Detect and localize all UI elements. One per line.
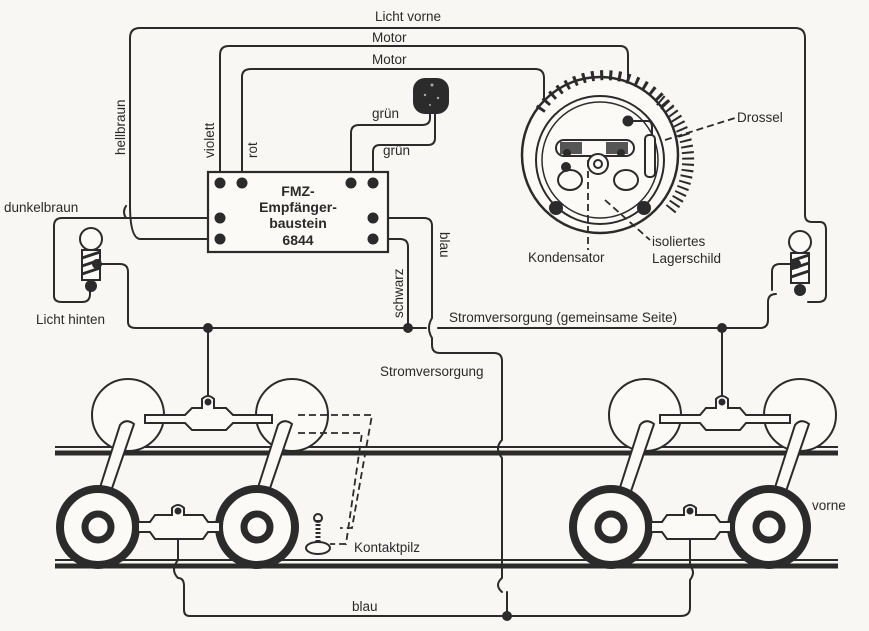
- front-lamp-icon: [788, 230, 812, 296]
- rear-lamp-icon: [79, 227, 103, 292]
- wire-blau-upper: [371, 217, 503, 431]
- wire-right-lamp: [771, 263, 799, 291]
- junction-dot: [203, 323, 213, 333]
- wire-licht-vorne: [129, 27, 827, 303]
- label-drossel: Drossel: [737, 110, 783, 125]
- module-label-2: Empfänger-: [259, 199, 337, 215]
- label-rot: rot: [245, 142, 260, 158]
- wire-hellbraun-lower: [129, 204, 219, 240]
- junction-dot: [403, 323, 413, 333]
- wire-gruen-1: [350, 109, 431, 184]
- label-dunkelbraun: dunkelbraun: [4, 200, 78, 215]
- contact-mushroom-icon: [305, 513, 331, 555]
- label-licht-hinten: Licht hinten: [36, 312, 105, 327]
- wire-dunkelbraun: [53, 205, 219, 303]
- leader-drossel: [664, 117, 736, 141]
- choke-coil-icon: [413, 78, 449, 114]
- motor-end-shield: [520, 70, 695, 235]
- rails: [55, 446, 838, 569]
- label-motor-2: Motor: [372, 52, 407, 67]
- wire-gruen-2: [372, 109, 436, 184]
- label-violett: violett: [202, 122, 217, 158]
- rear-bogie: [56, 378, 329, 569]
- label-blau-upper: blau: [437, 232, 452, 258]
- label-licht-vorne: Licht vorne: [375, 9, 441, 24]
- wire-schwarz: [371, 238, 409, 329]
- label-gruen-2: grün: [383, 143, 410, 158]
- wire-strom-down: [497, 429, 503, 593]
- module-label-4: 6844: [282, 232, 313, 248]
- module-label-1: FMZ-: [281, 183, 315, 199]
- label-blau-lower: blau: [352, 599, 378, 614]
- label-lagerschild-2: Lagerschild: [652, 251, 721, 266]
- label-kondensator: Kondensator: [528, 250, 605, 265]
- label-kontaktpilz: Kontaktpilz: [354, 540, 420, 555]
- label-strom-gemeinsam: Stromversorgung (gemeinsame Seite): [449, 310, 677, 325]
- wire-strom-gemeinsam: [419, 293, 777, 329]
- front-bogie: [569, 378, 837, 569]
- leader-lagerschild: [604, 199, 651, 241]
- module-label-3: baustein: [269, 215, 327, 231]
- fmz-module: FMZ- Empfänger- baustein 6844: [206, 170, 390, 254]
- label-vorne: vorne: [812, 498, 846, 513]
- label-gruen-1: grün: [372, 106, 399, 121]
- label-lagerschild-1: isoliertes: [652, 234, 706, 249]
- label-stromversorgung: Stromversorgung: [380, 364, 484, 379]
- junction-dot: [717, 323, 727, 333]
- label-hellbraun: hellbraun: [113, 99, 128, 155]
- label-motor-1: Motor: [372, 30, 407, 45]
- contact-link-dashed: [298, 414, 374, 529]
- label-schwarz: schwarz: [391, 268, 406, 318]
- wire-blau-lower: [173, 514, 694, 617]
- wire-motor-1: [219, 45, 629, 184]
- wire-licht-hinten-return: [97, 263, 421, 329]
